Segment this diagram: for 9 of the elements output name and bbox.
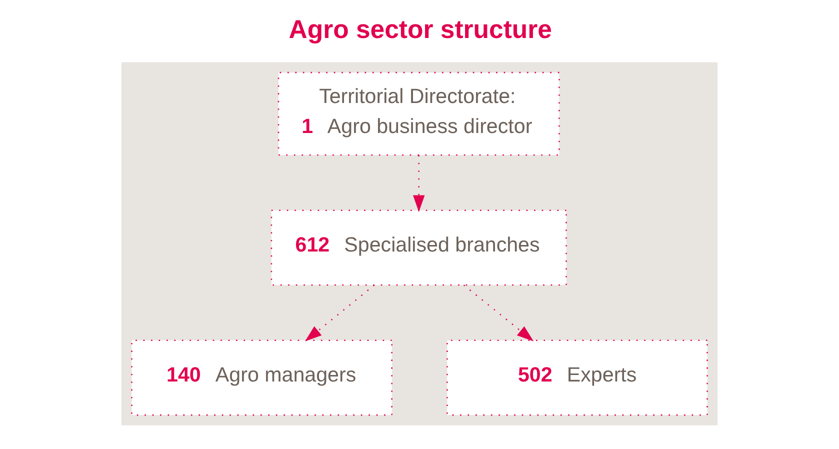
node-box: Territorial Directorate: 1 Agro business director [278, 72, 560, 156]
arrow [413, 155, 425, 212]
cluster [121, 62, 718, 426]
arrow [304, 284, 375, 342]
arrow [463, 284, 534, 342]
node-box: 140 Agro managers [131, 340, 392, 416]
node-box: 502 Experts [446, 340, 708, 416]
node-box: 612 Specialised branches [270, 210, 567, 286]
diagram-title: Agro sector structure [288, 16, 552, 44]
